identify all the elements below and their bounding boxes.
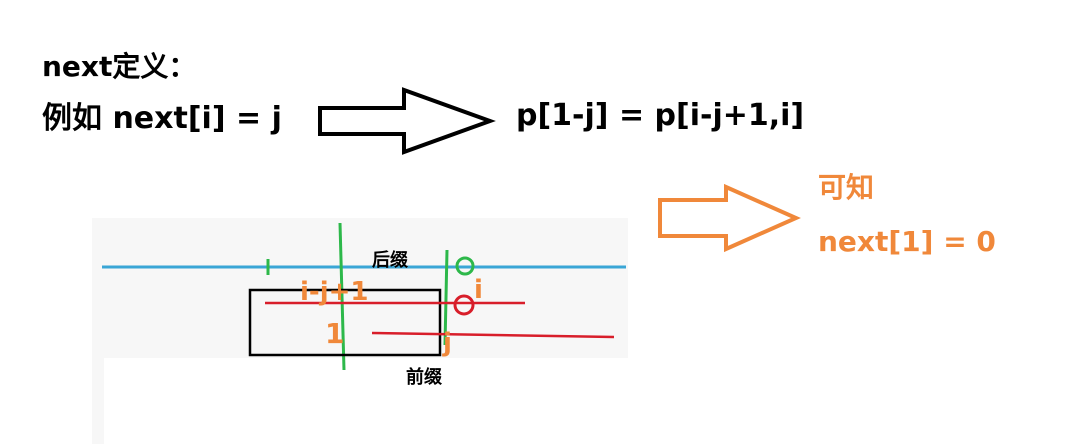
suffix-label: 后缀 (372, 250, 408, 271)
conclusion-heading: 可知 (818, 171, 875, 204)
label-i-minus-j-plus-1: i-j+1 (300, 277, 369, 307)
green-divider-right (443, 249, 449, 346)
conclusion-arrow (658, 183, 801, 253)
example-text: 例如 next[i] = j (42, 101, 282, 136)
label-j: j (443, 328, 452, 358)
red-line-lower (371, 331, 615, 339)
implies-arrow (318, 87, 496, 155)
definition-title: next定义： (42, 50, 197, 83)
conclusion-formula: next[1] = 0 (818, 225, 996, 258)
diagram-panel-strip (92, 358, 104, 444)
prefix-box (248, 288, 442, 357)
result-formula: p[1-j] = p[i-j+1,i] (516, 98, 805, 133)
label-1: 1 (325, 317, 345, 350)
green-circle-marker (455, 256, 475, 276)
label-i: i (474, 275, 483, 305)
green-divider-left (338, 222, 346, 371)
red-circle-marker (453, 294, 475, 316)
prefix-label: 前缀 (406, 367, 442, 388)
